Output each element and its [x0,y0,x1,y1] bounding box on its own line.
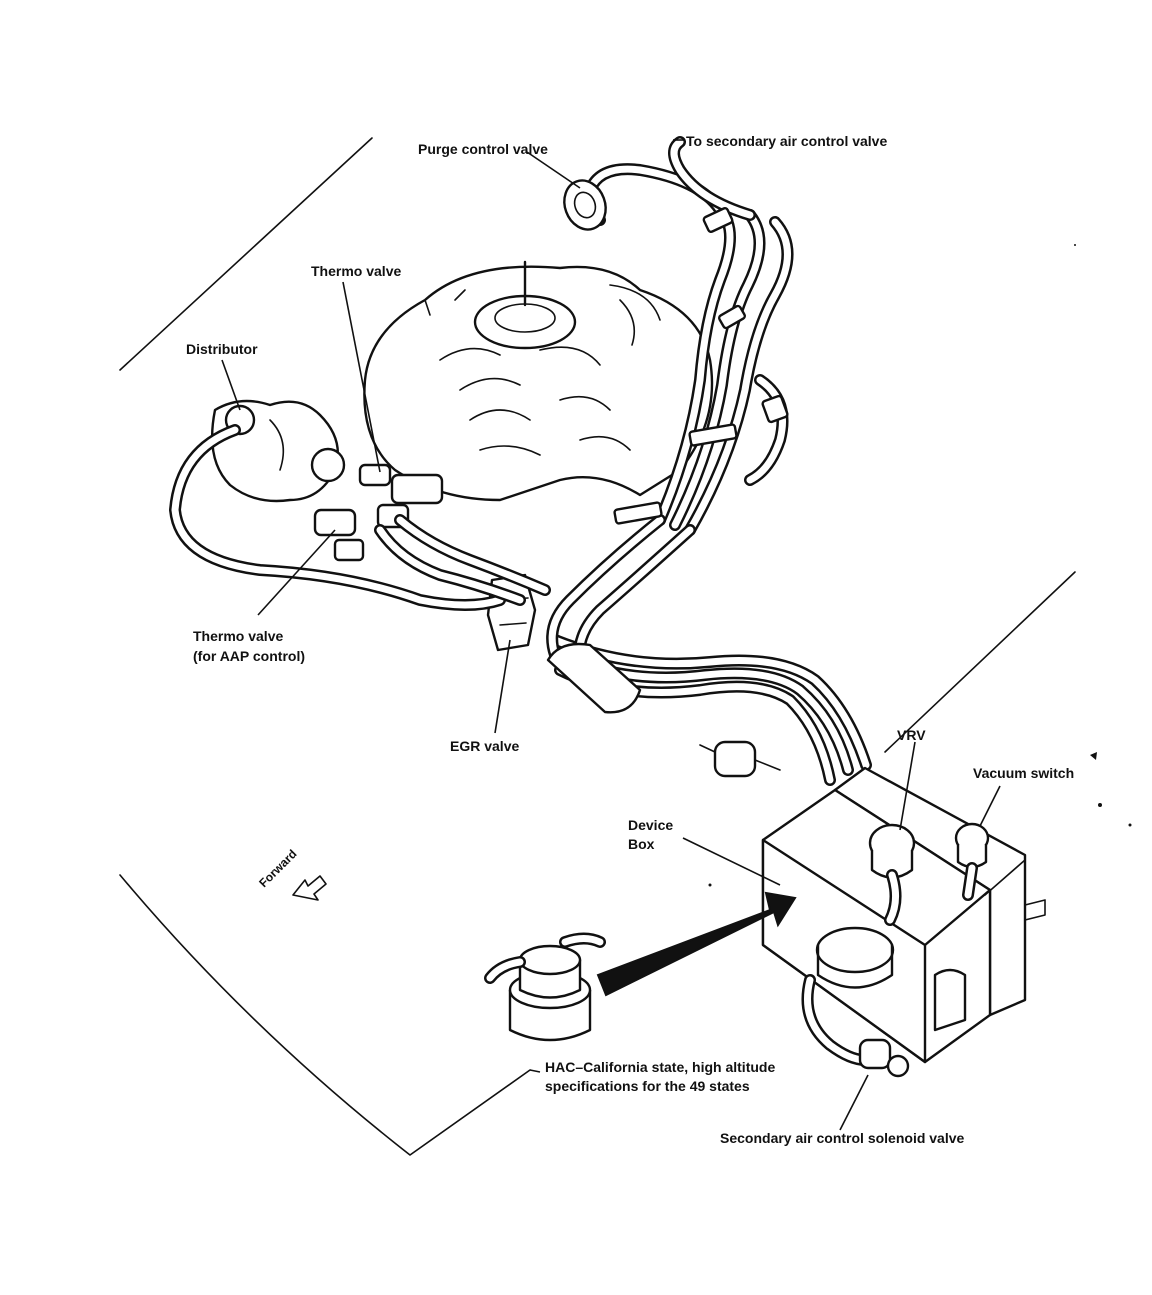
engine-compartment-outline [119,137,1076,1156]
label-egr-valve: EGR valve [450,738,519,754]
label-hac-line1: HAC–California state, high altitude [545,1059,775,1075]
vacuum-switch [954,822,990,901]
vrv [868,823,916,926]
leader-lines [221,139,1001,1131]
label-hac-line2: specifications for the 49 states [545,1078,750,1094]
distributor [210,399,346,503]
thermo-valve-aap-body [313,508,365,562]
label-device-box-line2: Box [628,836,655,852]
pointer-arrow [596,891,797,997]
label-purge-control-valve: Purge control valve [418,141,548,157]
hose-connector [699,740,781,778]
scan-marks [708,244,1132,887]
label-distributor: Distributor [186,341,258,357]
label-thermo-valve-aap-line1: Thermo valve [193,628,283,644]
label-vacuum-switch: Vacuum switch [973,765,1074,781]
label-secondary-air-control-solenoid-valve: Secondary air control solenoid valve [720,1130,965,1146]
label-forward: Forward [256,847,299,890]
secondary-air-control-solenoid-valve [801,974,910,1078]
label-device-box-line1: Device [628,817,673,833]
vacuum-hose-bundle [169,136,872,786]
label-to-secondary-air-control-valve: To secondary air control valve [686,133,887,149]
label-vrv: VRV [897,727,926,743]
label-thermo-valve: Thermo valve [311,263,401,279]
label-thermo-valve-aap-line2: (for AAP control) [193,648,305,664]
purge-control-valve [563,179,607,231]
callout-labels: Purge control valve To secondary air con… [186,133,1074,1146]
engine-block [363,260,714,502]
forward-arrow-icon [292,875,327,901]
hac-unit [484,932,606,1042]
thermo-valve-body [358,463,444,529]
